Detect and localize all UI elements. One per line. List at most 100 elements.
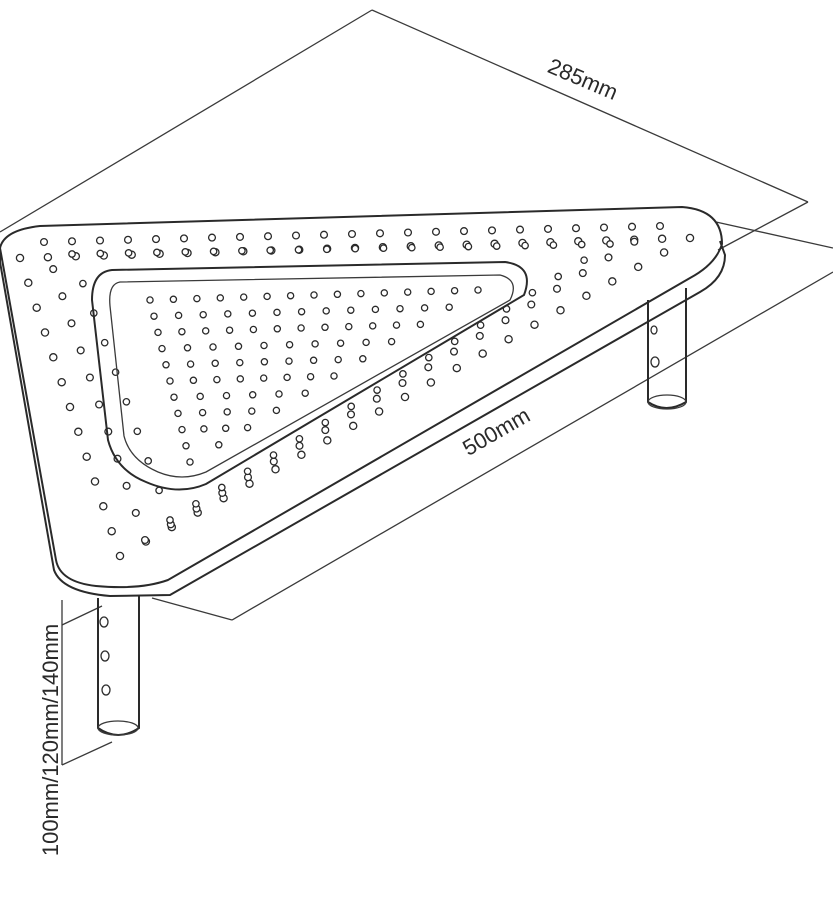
perforation-hole [245, 479, 254, 488]
perforation-hole [375, 229, 385, 238]
perforation-hole [436, 243, 444, 252]
perforation-hole [122, 397, 131, 406]
perforation-hole [295, 441, 304, 450]
perforation-hole [330, 372, 338, 380]
perforation-hole [211, 359, 219, 368]
perforation-hole [633, 262, 643, 272]
perforation-hole [236, 375, 245, 383]
perforation-hole [123, 235, 133, 244]
perforation-hole [273, 308, 281, 317]
perforation-hole [527, 300, 536, 309]
perforation-hole [659, 248, 669, 257]
perforation-hole [321, 323, 329, 332]
perforation-hole [144, 457, 153, 465]
perforation-hole [450, 286, 459, 295]
perforation-hole [222, 391, 231, 400]
perforation-hole [68, 250, 76, 258]
perforation-hole [181, 248, 190, 256]
perforation-hole [74, 427, 83, 437]
dimension-500-lines [151, 221, 833, 621]
perforation-hole [79, 279, 87, 288]
perforation-hole [170, 393, 178, 401]
perforation-hole [234, 342, 243, 351]
perforation-hole [122, 481, 131, 490]
perforation-hole [387, 337, 396, 346]
perforation-hole [424, 363, 433, 372]
perforation-hole [150, 312, 158, 320]
perforation-hole [322, 245, 331, 254]
perforation-hole [476, 321, 485, 330]
perforation-hole [459, 227, 469, 236]
perforation-hole [504, 334, 513, 344]
front-leg-hole-2 [100, 650, 110, 662]
perforation-hole [521, 241, 529, 250]
perforation-hole [199, 310, 207, 319]
perforation-hole [357, 289, 365, 298]
perforation-hole [65, 402, 75, 412]
inner-recess-inner [109, 274, 514, 478]
perforation-hole [131, 508, 140, 517]
perforation-hole [49, 353, 58, 362]
perforation-hole [263, 292, 271, 301]
perforation-hole [321, 418, 330, 427]
perforation-hole [301, 389, 309, 397]
front-leg-hole-3 [101, 684, 111, 696]
perforation-hole [392, 321, 401, 329]
perforation-hole [193, 294, 201, 303]
perforation-hole [285, 340, 294, 349]
perforation-hole [487, 226, 497, 235]
perforation-hole [297, 324, 305, 332]
perforation-hole [554, 272, 563, 281]
perforation-hole [685, 233, 695, 243]
perforation-hole [283, 373, 291, 382]
perforation-hole [346, 410, 356, 419]
perforation-hole [336, 339, 345, 347]
perforation-hole [57, 377, 66, 387]
dimension-height-lines [61, 600, 113, 766]
perforation-hole [243, 467, 252, 476]
perforation-hole [351, 244, 360, 253]
perforation-hole [657, 234, 667, 244]
perforation-hole [272, 406, 281, 415]
back-leg [647, 288, 687, 410]
perforation-hole [398, 378, 407, 388]
perforation-hole [209, 247, 218, 256]
perforation-hole [271, 465, 280, 474]
perforation-hole [239, 293, 248, 301]
perforation-hole [43, 252, 53, 262]
perforation-hole [269, 457, 278, 466]
perforation-hole [291, 231, 301, 240]
perforation-hole [295, 434, 304, 443]
perforation-hole [294, 245, 303, 254]
perforation-hole [154, 328, 162, 337]
perforation-hole [322, 307, 330, 315]
perforation-hole [407, 243, 416, 252]
perforation-hole [347, 306, 355, 314]
perforation-hole [189, 376, 198, 385]
perforation-hole [82, 452, 91, 461]
perforation-hole [427, 287, 435, 296]
perforation-hole [248, 309, 257, 317]
perforation-hole [608, 277, 617, 286]
perforation-hole [178, 327, 186, 336]
perforation-hole [263, 232, 273, 241]
outer-hole-pattern [15, 221, 695, 561]
board-top-surface [0, 205, 724, 589]
perforation-hole [492, 242, 501, 250]
perforation-hole [400, 392, 410, 402]
perforation-hole [323, 436, 332, 445]
perforation-hole [630, 237, 639, 246]
perforation-hole [223, 408, 231, 416]
perforation-hole [426, 378, 436, 387]
perforation-hole [174, 311, 183, 320]
perforation-hole [420, 304, 429, 312]
perforation-hole [225, 326, 234, 334]
perforation-hole [186, 458, 194, 466]
perforation-hole [543, 224, 553, 233]
perforation-hole [213, 375, 221, 384]
perforation-hole [627, 222, 637, 231]
perforation-hole [140, 535, 150, 545]
dimension-label-depth: 285mm [544, 53, 621, 105]
perforation-hole [260, 358, 269, 366]
perforation-hole [515, 225, 525, 234]
